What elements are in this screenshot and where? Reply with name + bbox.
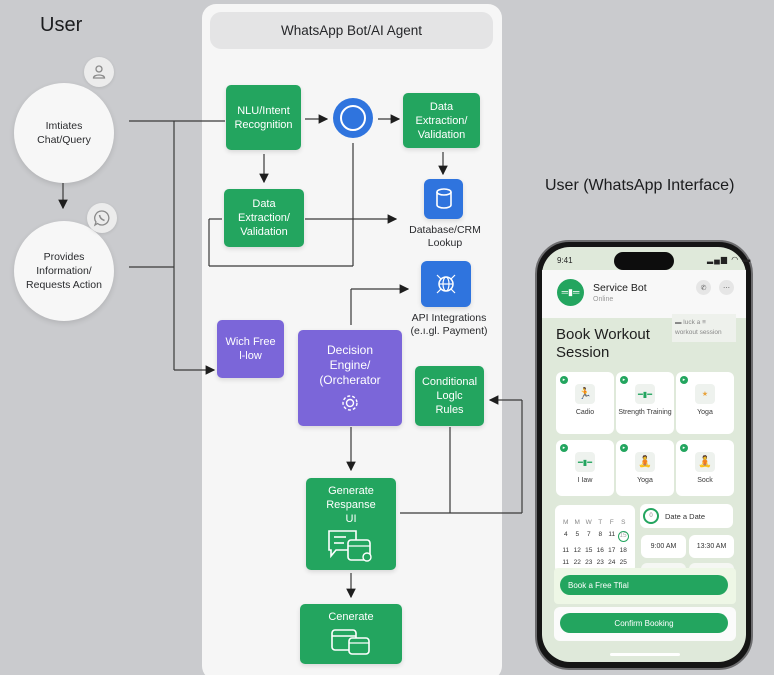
step-label: Imtiates Chat/Query	[37, 120, 91, 146]
tile-sock[interactable]: ▸ 🧘 Sock	[676, 440, 734, 496]
calendar-day[interactable]: 8	[598, 531, 603, 538]
database-label: Database/CRM Lookup	[409, 224, 481, 249]
step-label: Provides Information/ Requests Action	[26, 251, 102, 291]
calendar-day[interactable]: 4	[563, 531, 568, 538]
node-decision-engine[interactable]: Decision Engine/ (Orcherator	[298, 330, 402, 426]
tile-strength-training[interactable]: ▸ ━▮━ Strength Training	[616, 372, 674, 434]
node-nlu-intent[interactable]: NLU/Intent Recognition	[226, 85, 301, 150]
phone-section-title: User (WhatsApp Interface)	[545, 177, 735, 194]
node-data-extraction-left[interactable]: Data Extraction/ Validation	[224, 189, 304, 247]
running-icon: 🏃	[575, 384, 595, 404]
meditation-icon: 🧘	[635, 452, 655, 472]
time-slot-button[interactable]: 9:00 AM	[641, 535, 686, 558]
bot-status: Online	[593, 296, 614, 303]
calendar-day[interactable]: 18	[619, 547, 627, 554]
database-icon[interactable]	[424, 179, 463, 219]
calendar-day[interactable]: 16	[596, 547, 604, 554]
gear-icon	[342, 394, 358, 411]
step-initiates-chat: Imtiates Chat/Query	[14, 83, 114, 183]
calendar-day[interactable]: 23	[585, 559, 593, 566]
time-slot-button[interactable]: 13:30 AM	[689, 535, 734, 558]
step-provides-information: Provides Information/ Requests Action	[14, 221, 114, 321]
book-free-trial-button[interactable]: Book a Free Tfial	[560, 575, 728, 595]
meditation-icon: 🧘	[695, 452, 715, 472]
agent-panel-title: WhatsApp Bot/AI Agent	[210, 12, 493, 49]
screen-title: Book Workout Session	[556, 326, 650, 361]
calendar-grid: M M W T F S 4 5 7 8 11 15 11 12 15 16 17…	[560, 519, 631, 566]
api-integrations-label: API Integrations (e.ı.gl. Payment)	[410, 312, 488, 337]
chat-calendar-icon	[328, 530, 372, 562]
calendar-day[interactable]: 5	[575, 531, 580, 538]
tile-yoga-2[interactable]: ▸ 🧘 Yoga	[616, 440, 674, 496]
confirm-booking-button[interactable]: Confirm Booking	[560, 613, 728, 633]
calendar-day[interactable]: 7	[586, 531, 591, 538]
workout-session-tag[interactable]: ▬ luck a ≡ workout session	[672, 314, 736, 342]
user-section-title: User	[40, 14, 83, 36]
node-generate-response-ui[interactable]: Generate Respanse UI	[306, 478, 396, 570]
calendar-day[interactable]: 17	[608, 547, 616, 554]
dumbbell-icon: ━▮━	[635, 384, 655, 404]
node-conditional-logic[interactable]: Conditional Loglc Rules	[415, 366, 484, 426]
tile-badge-icon: ▸	[560, 376, 568, 384]
calendar-day[interactable]: 22	[573, 559, 581, 566]
calendar-day[interactable]: 24	[608, 559, 616, 566]
date-picker-button[interactable]: 0 Date a Date	[640, 504, 733, 528]
calendar-day[interactable]: 11	[562, 547, 570, 554]
calendar-day[interactable]: 25	[619, 559, 627, 566]
tile-hiit[interactable]: ▸ ━▮━ I Iaw	[556, 440, 614, 496]
user-icon	[84, 57, 114, 87]
whatsapp-icon	[87, 203, 117, 233]
dumbbell-avatar-icon: ═▮═	[557, 279, 584, 306]
circle-node-icon[interactable]	[333, 98, 373, 138]
calendar-widget[interactable]: M M W T F S 4 5 7 8 11 15 11 12 15 16 17…	[555, 505, 635, 573]
tile-badge-icon: ▸	[620, 376, 628, 384]
tile-badge-icon: ▸	[680, 376, 688, 384]
bot-name: Service Bot	[593, 282, 647, 294]
tile-badge-icon: ▸	[680, 444, 688, 452]
ring-glyph	[340, 105, 366, 131]
calendar-day-selected[interactable]: 15	[617, 531, 629, 542]
tile-yoga[interactable]: ▸ ⭑ Yoga	[676, 372, 734, 434]
signal-wifi-battery-icon: ▂▄▆ ◠ ▬	[707, 255, 752, 264]
date-ring-icon: 0	[643, 508, 659, 524]
calendar-day[interactable]: 11	[562, 559, 570, 566]
yoga-mat-icon: ⭑	[695, 384, 715, 404]
node-data-extraction-top[interactable]: Data Extraction/ Validation	[403, 93, 480, 148]
calendar-icon	[331, 629, 370, 655]
node-free-flow[interactable]: Wich Free l-low	[217, 320, 284, 378]
home-indicator[interactable]	[610, 653, 680, 656]
node-generate[interactable]: Cenerate	[300, 604, 402, 664]
calendar-day[interactable]: 12	[573, 547, 581, 554]
status-time: 9:41	[557, 256, 573, 265]
phone-call-icon[interactable]: ✆	[696, 280, 711, 295]
calendar-day[interactable]: 11	[608, 531, 616, 538]
api-globe-icon[interactable]	[421, 261, 471, 307]
tile-badge-icon: ▸	[560, 444, 568, 452]
dynamic-island	[614, 252, 674, 270]
tile-badge-icon: ▸	[620, 444, 628, 452]
more-options-icon[interactable]: ⋯	[719, 280, 734, 295]
dumbbell-icon: ━▮━	[575, 452, 595, 472]
calendar-day[interactable]: 23	[596, 559, 604, 566]
calendar-day[interactable]: 15	[585, 547, 593, 554]
tile-cardio[interactable]: ▸ 🏃 Cadio	[556, 372, 614, 434]
